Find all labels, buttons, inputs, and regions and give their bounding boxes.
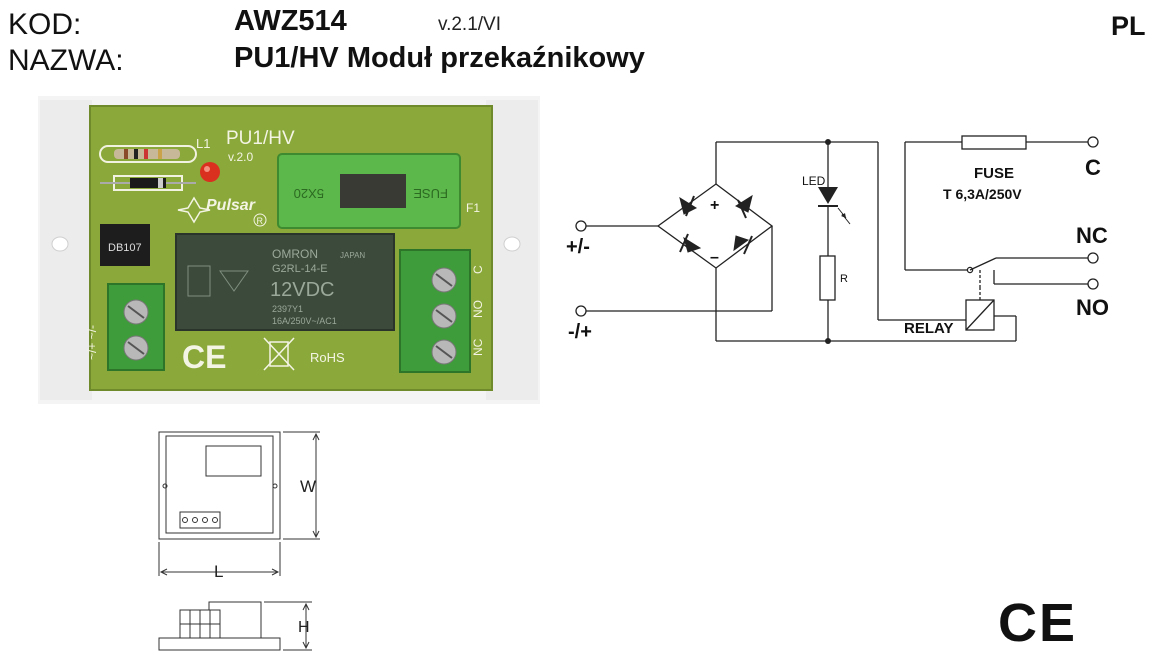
height-label: H [298,619,310,636]
output-nc-terminal [1087,252,1099,264]
fuse-label: FUSE [974,165,1014,182]
output-label-no: NO [471,300,485,318]
rohs-label: RoHS [310,350,345,365]
bridge-rectifier [100,224,150,266]
input-pos-terminal [575,220,587,232]
relay [176,234,394,330]
dimension-drawing: W L H [158,431,320,651]
relay-rating-label: 16A/250V~/AC1 [272,316,337,326]
nazwa-label: NAZWA: [8,44,124,77]
relay-brand-label: OMRON [272,247,318,261]
schematic-diagram: +/- -/+ + – LED R FUSE T 6,3A/250V RELAY… [566,135,1109,344]
relay-model-label: G2RL-14-E [272,263,328,275]
output-no-label: NO [1076,295,1109,320]
board-version-label: v.2.0 [228,150,253,164]
output-c-label: C [1085,155,1101,180]
board-ce-mark: CE [182,339,226,375]
schematic-input-neg-label: -/+ [568,321,592,343]
width-label: W [300,477,316,496]
resistor-symbol [819,255,836,301]
relay-coil-icon [187,265,211,297]
relay-batch-label: 2397Y1 [272,304,303,314]
fuse [340,174,406,208]
output-no-terminal [1087,278,1099,290]
relay-label: RELAY [904,320,953,337]
fuse-marking-label: FUSE [413,186,448,201]
language-code: PL [1111,11,1146,41]
output-c-terminal [1087,136,1099,148]
product-code: AWZ514 [234,5,347,37]
output-label-c: C [471,265,485,274]
output-nc-label: NC [1076,223,1108,248]
led-symbol [818,187,851,225]
relay-voltage-label: 12VDC [270,279,334,301]
bridge-minus-label: – [710,249,719,266]
schematic-input-pos-label: +/- [566,236,590,258]
input-terminal-label: ~/+ ~/- [85,325,99,360]
input-neg-terminal [575,305,587,317]
led-ref-label: L1 [196,136,210,151]
brand-label: Pulsar [206,197,256,214]
front-terminal-block [179,511,221,529]
fuse-ref-label: F1 [466,201,480,215]
product-version: v.2.1/VI [438,14,502,35]
led [200,162,220,182]
bridge-plus-label: + [710,197,719,214]
output-label-nc: NC [471,338,485,356]
board-model-label: PU1/HV [226,128,295,149]
diode [130,178,166,188]
relay-warning-icon [219,270,249,292]
board-photo: L1 PU1/HV v.2.0 Pulsar R DB107 5X20 FUSE… [38,96,540,404]
enclosure-window [205,445,262,477]
bridge-marking: DB107 [108,242,142,254]
fuse-rating-label: T 6,3A/250V [943,186,1022,202]
pulsar-logo-icon [177,196,211,224]
fuse-size-label: 5X20 [294,186,324,201]
bridge-diodes [679,194,753,255]
led-label: LED [802,174,826,188]
svg-text:R: R [257,216,264,226]
product-name: PU1/HV Moduł przekaźnikowy [234,42,645,74]
resistor-label: R [840,273,848,285]
relay-origin-label: JAPAN [340,251,365,260]
weee-bin-icon [263,337,295,371]
length-label: L [214,562,223,581]
enclosure-side-view [158,637,281,651]
ce-mark: CE [998,593,1078,653]
fuse-symbol [961,135,1027,150]
kod-label: KOD: [8,8,82,41]
